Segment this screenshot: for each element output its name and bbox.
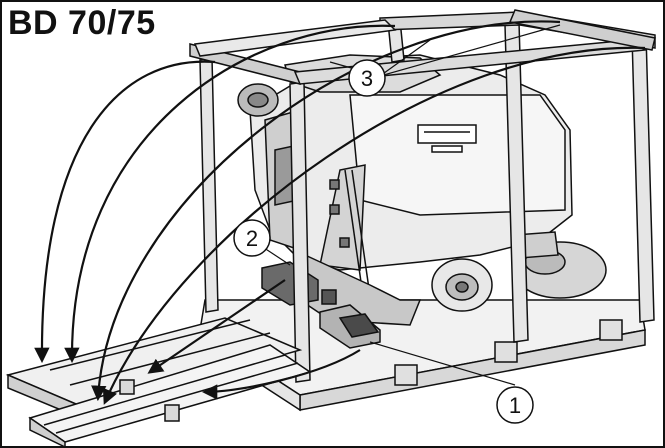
ramp-boards [5, 317, 312, 448]
callout-1-label: 1 [509, 393, 521, 418]
callout-2: 2 [233, 219, 271, 257]
callout-3: 3 [348, 59, 386, 97]
callout-1: 1 [496, 386, 534, 424]
callout-3-label: 3 [361, 66, 373, 91]
arrow-beam-3 [91, 20, 561, 402]
arrow-beam-4 [102, 46, 646, 405]
arrow-beam-1 [34, 60, 216, 364]
arrow-block [147, 279, 286, 374]
instruction-arrows [34, 20, 646, 405]
callout-leaders [251, 24, 561, 386]
model-title: BD 70/75 [8, 4, 156, 42]
arrow-lock [201, 349, 361, 400]
callout-2-label: 2 [246, 226, 258, 251]
arrow-beam-2 [64, 24, 396, 364]
